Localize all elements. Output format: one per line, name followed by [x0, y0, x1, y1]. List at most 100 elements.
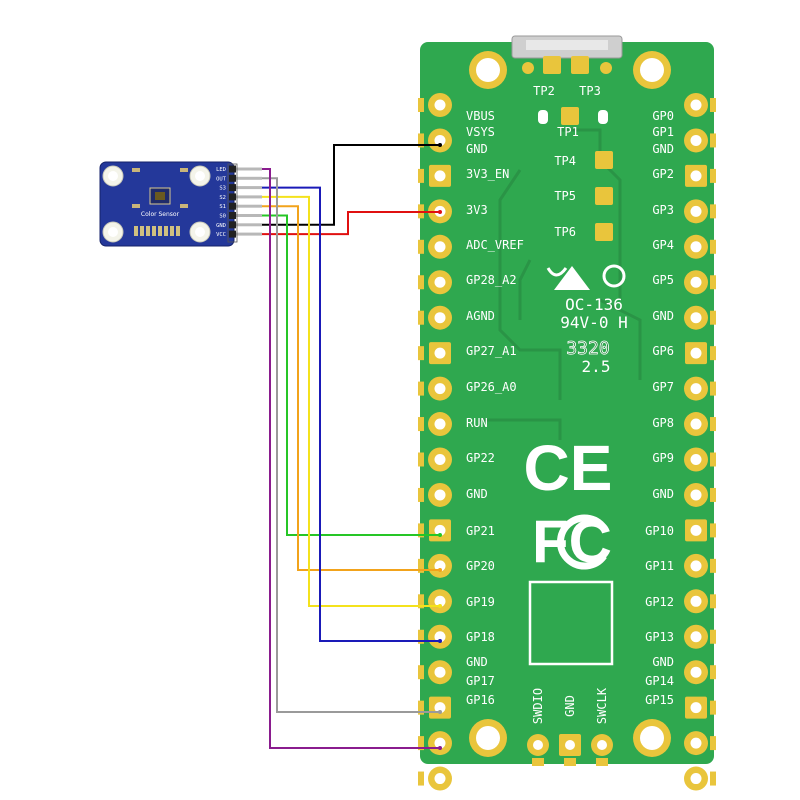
right-pin-label: GP9 — [652, 451, 674, 465]
wire-end-dot — [438, 210, 442, 214]
debug-pin-label: GND — [563, 695, 577, 717]
wire-end-dot — [438, 604, 442, 608]
wire-green — [262, 214, 440, 536]
sensor-smd-resistor — [140, 226, 144, 236]
left-castellation — [418, 771, 424, 786]
board-marking-rev: 2.5 — [582, 357, 611, 376]
sensor-led-lens — [108, 227, 118, 237]
left-pin-hole — [434, 489, 446, 501]
left-castellation — [418, 558, 424, 573]
wire-end-dot — [438, 143, 442, 147]
ul-recognition-icon — [546, 264, 626, 290]
right-pin-hole — [690, 347, 702, 359]
left-pin-hole — [434, 595, 446, 607]
wire-orange — [262, 205, 440, 571]
right-pin-hole — [690, 631, 702, 643]
mount-hole — [476, 58, 500, 82]
left-pin-hole — [434, 99, 446, 111]
test-point-pad — [595, 151, 613, 169]
right-pin-hole — [690, 524, 702, 536]
sensor-smd-resistor — [158, 226, 162, 236]
left-pin-hole — [434, 737, 446, 749]
sensor-led-lens — [195, 171, 205, 181]
right-castellation — [710, 381, 716, 396]
left-castellation — [418, 629, 424, 644]
wire-end-dot — [438, 710, 442, 714]
board-marking-oc: OC-136 — [565, 295, 623, 314]
right-pin-label: GP15 — [645, 693, 674, 707]
left-pin-label: GP28_A2 — [466, 273, 517, 287]
pcb-traces — [480, 128, 642, 440]
left-castellation — [418, 346, 424, 361]
right-castellation — [710, 594, 716, 609]
right-castellation — [710, 310, 716, 325]
left-pin-label: GP22 — [466, 451, 495, 465]
left-pin-label: ADC_VREF — [466, 238, 524, 252]
left-castellation — [418, 275, 424, 290]
sensor-pin-lead — [236, 186, 262, 190]
right-pin-hole — [690, 737, 702, 749]
right-pin-label: GP2 — [652, 167, 674, 181]
right-pin-hole — [690, 595, 702, 607]
sensor-components — [132, 168, 188, 236]
wire-yellow — [262, 195, 440, 607]
right-pin-hole — [690, 312, 702, 324]
sensor-smd-resistor — [176, 226, 180, 236]
sensor-smd-resistor — [134, 226, 138, 236]
sensor-pin-label: OUT — [216, 176, 227, 182]
sensor-header-pin — [229, 193, 236, 201]
sensor-smd-part — [180, 204, 188, 208]
right-pin-label: GP7 — [652, 380, 674, 394]
debug-pin-hole — [533, 740, 543, 750]
left-pin-hole — [434, 524, 446, 536]
left-pin-label: VSYS — [466, 125, 495, 139]
right-pin-label: GND — [652, 655, 674, 669]
right-castellation — [710, 204, 716, 219]
sensor-header-pin — [229, 174, 236, 182]
right-castellation — [710, 98, 716, 112]
left-pin-hole — [434, 276, 446, 288]
left-castellation — [418, 168, 424, 183]
sensor-led-lens — [195, 227, 205, 237]
right-pin-hole — [690, 134, 702, 146]
sensor-smd-resistor — [146, 226, 150, 236]
right-pin-hole — [690, 560, 702, 572]
test-point-pad — [543, 56, 561, 74]
left-pin-label: AGND — [466, 309, 495, 323]
board-markings: OC-136 94V-0 H 3320 2.5 CE FC — [524, 264, 628, 666]
right-pin-label: GP8 — [652, 416, 674, 430]
test-point-pad — [561, 107, 579, 125]
sensor-led-lens — [108, 171, 118, 181]
wire-end-dot — [438, 568, 442, 572]
left-pin-label: GP17 — [466, 674, 495, 688]
mount-hole — [476, 726, 500, 750]
left-castellation — [418, 487, 424, 502]
right-pin-hole — [690, 666, 702, 678]
sensor-header-pin — [229, 212, 236, 219]
sensor-pin-lead — [236, 232, 262, 236]
test-point-pad — [571, 56, 589, 74]
wire-purple — [262, 168, 440, 749]
left-castellation — [418, 594, 424, 609]
wire-ends — [438, 143, 442, 750]
sensor-pin-lead — [236, 204, 262, 208]
right-pin-label: GND — [652, 487, 674, 501]
board-marking-94v: 94V-0 H — [560, 313, 627, 332]
debug-pin-label: SWDIO — [531, 688, 545, 724]
sensor-pin-label: S0 — [219, 214, 226, 220]
test-point-pad — [595, 223, 613, 241]
sensor-pin-lead — [236, 167, 262, 171]
left-castellation — [418, 452, 424, 467]
mount-hole — [640, 58, 664, 82]
test-point-label: TP2 — [533, 84, 555, 98]
left-pin-hole — [434, 383, 446, 395]
wire-blue — [262, 186, 440, 642]
right-pin-label: GND — [652, 309, 674, 323]
left-pin-hole — [434, 170, 446, 182]
right-pin-label: GP1 — [652, 125, 674, 139]
right-castellation — [710, 168, 716, 183]
left-castellation — [418, 133, 424, 148]
left-pin-hole — [434, 454, 446, 465]
